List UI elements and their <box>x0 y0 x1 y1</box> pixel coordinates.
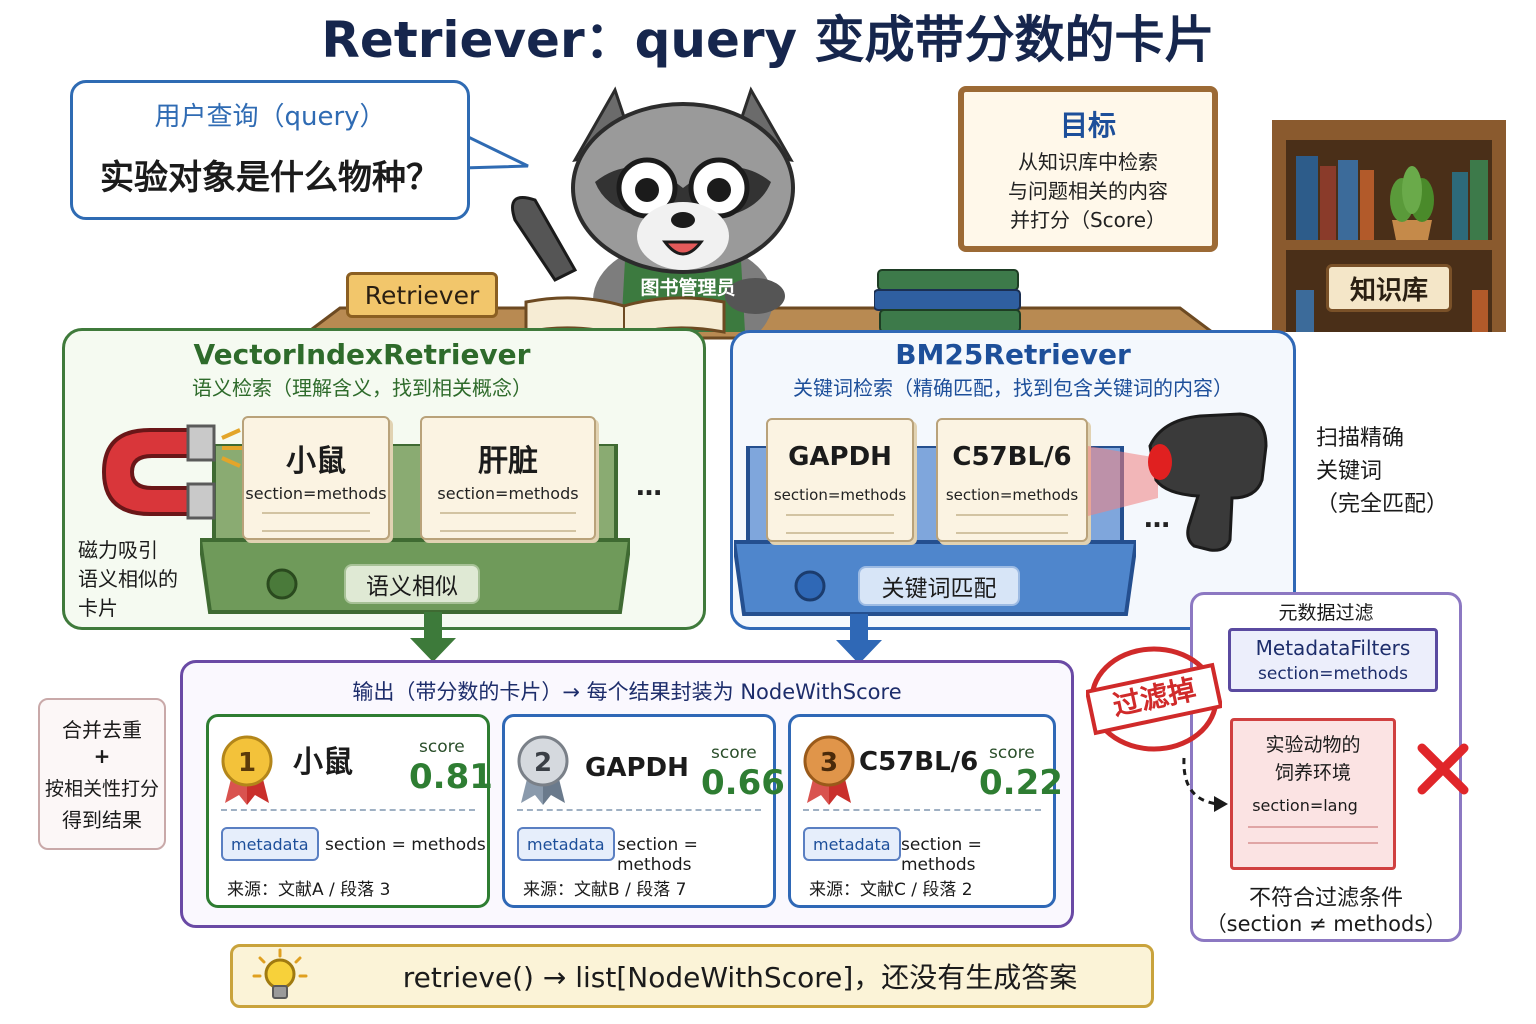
svg-text:2: 2 <box>534 748 552 778</box>
result-card: 3 C57BL/6 score 0.22 metadata section = … <box>788 714 1063 908</box>
rejected-card-title: 实验动物的 <box>1265 734 1361 756</box>
goal-line: 从知识库中检索 <box>1018 150 1158 174</box>
merge-line: + <box>93 744 111 768</box>
scanner-note: 扫描精确 关键词 （完全匹配） <box>1316 426 1449 517</box>
result-card: 1 小鼠 score 0.81 metadata section = metho… <box>206 714 493 908</box>
svg-text:3: 3 <box>820 748 838 778</box>
rejected-card-title: 饲养环境 <box>1274 762 1351 784</box>
vector-card: 小鼠 section=methods <box>242 416 390 540</box>
filter-condition-note: （section ≠ methods） <box>1205 912 1447 936</box>
metadata-filters-box <box>1228 628 1438 692</box>
lightbulb-icon <box>252 948 308 999</box>
merge-line: 得到结果 <box>62 808 142 832</box>
rejected-card-section: section=lang <box>1252 796 1358 815</box>
rejected-card-lines <box>1248 826 1378 844</box>
vector-card: 肝脏 section=methods <box>420 416 596 540</box>
page-title: Retriever：query 变成带分数的卡片 <box>321 11 1215 69</box>
cross-icon <box>1417 743 1469 795</box>
bm25-retriever-title: BM25Retriever <box>895 338 1131 371</box>
knowledge-base-label: 知识库 <box>1326 264 1452 312</box>
bm25-card: GAPDH section=methods <box>766 418 914 542</box>
vector-tray-label: 语义相似 <box>344 564 480 604</box>
result-card: 2 GAPDH score 0.66 metadata section = me… <box>502 714 785 908</box>
merge-line: 合并去重 <box>62 718 142 742</box>
metadata-filter-title: 元数据过滤 <box>1278 602 1374 624</box>
metadata-filters-condition: section=methods <box>1258 664 1408 684</box>
goal-line: 并打分（Score） <box>1009 208 1166 232</box>
magnet-note: 磁力吸引 语义相似的 卡片 <box>78 538 178 620</box>
bronze-medal-icon: 3 <box>803 735 855 805</box>
summary-bar <box>230 944 1154 1008</box>
filter-note: 不符合过滤条件 <box>1248 886 1403 911</box>
metadata-filters-title: MetadataFilters <box>1255 636 1411 660</box>
bm25-tray-label: 关键词匹配 <box>858 566 1020 606</box>
magnet-icon <box>101 424 242 520</box>
bm25-ellipsis: … <box>1144 504 1170 534</box>
librarian-label: 图书管理员 <box>640 277 736 299</box>
merge-line: 按相关性打分 <box>44 778 159 800</box>
rejected-card <box>1230 718 1396 870</box>
merge-note-box <box>38 698 166 850</box>
down-arrow-icon <box>410 612 456 662</box>
metadata-tag: metadata <box>803 827 901 861</box>
query-label: 用户查询（query） <box>154 102 386 132</box>
dashed-arrow-icon <box>1182 757 1228 812</box>
summary-text: retrieve() → list[NodeWithScore]，还没有生成答案 <box>402 961 1078 994</box>
filtered-stamp-icon <box>1086 646 1222 752</box>
silver-medal-icon: 2 <box>517 735 569 805</box>
query-bubble <box>70 80 470 220</box>
book-stack-icon <box>874 269 1021 333</box>
metadata-tag: metadata <box>221 827 319 861</box>
goal-line: 与问题相关的内容 <box>1008 179 1168 203</box>
gold-medal-icon: 1 <box>221 735 273 805</box>
vector-retriever-subtitle: 语义检索（理解含义，找到相关概念） <box>192 376 532 400</box>
down-arrow-icon <box>836 614 882 664</box>
retriever-nameplate: Retriever <box>346 272 498 318</box>
svg-text:1: 1 <box>238 748 256 778</box>
metadata-tag: metadata <box>517 827 615 861</box>
goal-sign <box>958 86 1218 252</box>
vector-retriever-title: VectorIndexRetriever <box>193 338 531 371</box>
query-text: 实验对象是什么物种？ <box>100 158 440 198</box>
bm25-card: C57BL/6 section=methods <box>936 418 1088 542</box>
goal-title: 目标 <box>1059 109 1116 142</box>
output-title: 输出（带分数的卡片）→ 每个结果封装为 NodeWithScore <box>352 680 902 704</box>
vector-ellipsis: … <box>636 472 662 502</box>
barcode-scanner-icon <box>1088 412 1268 552</box>
bm25-retriever-subtitle: 关键词检索（精确匹配，找到包含关键词的内容） <box>793 376 1233 400</box>
